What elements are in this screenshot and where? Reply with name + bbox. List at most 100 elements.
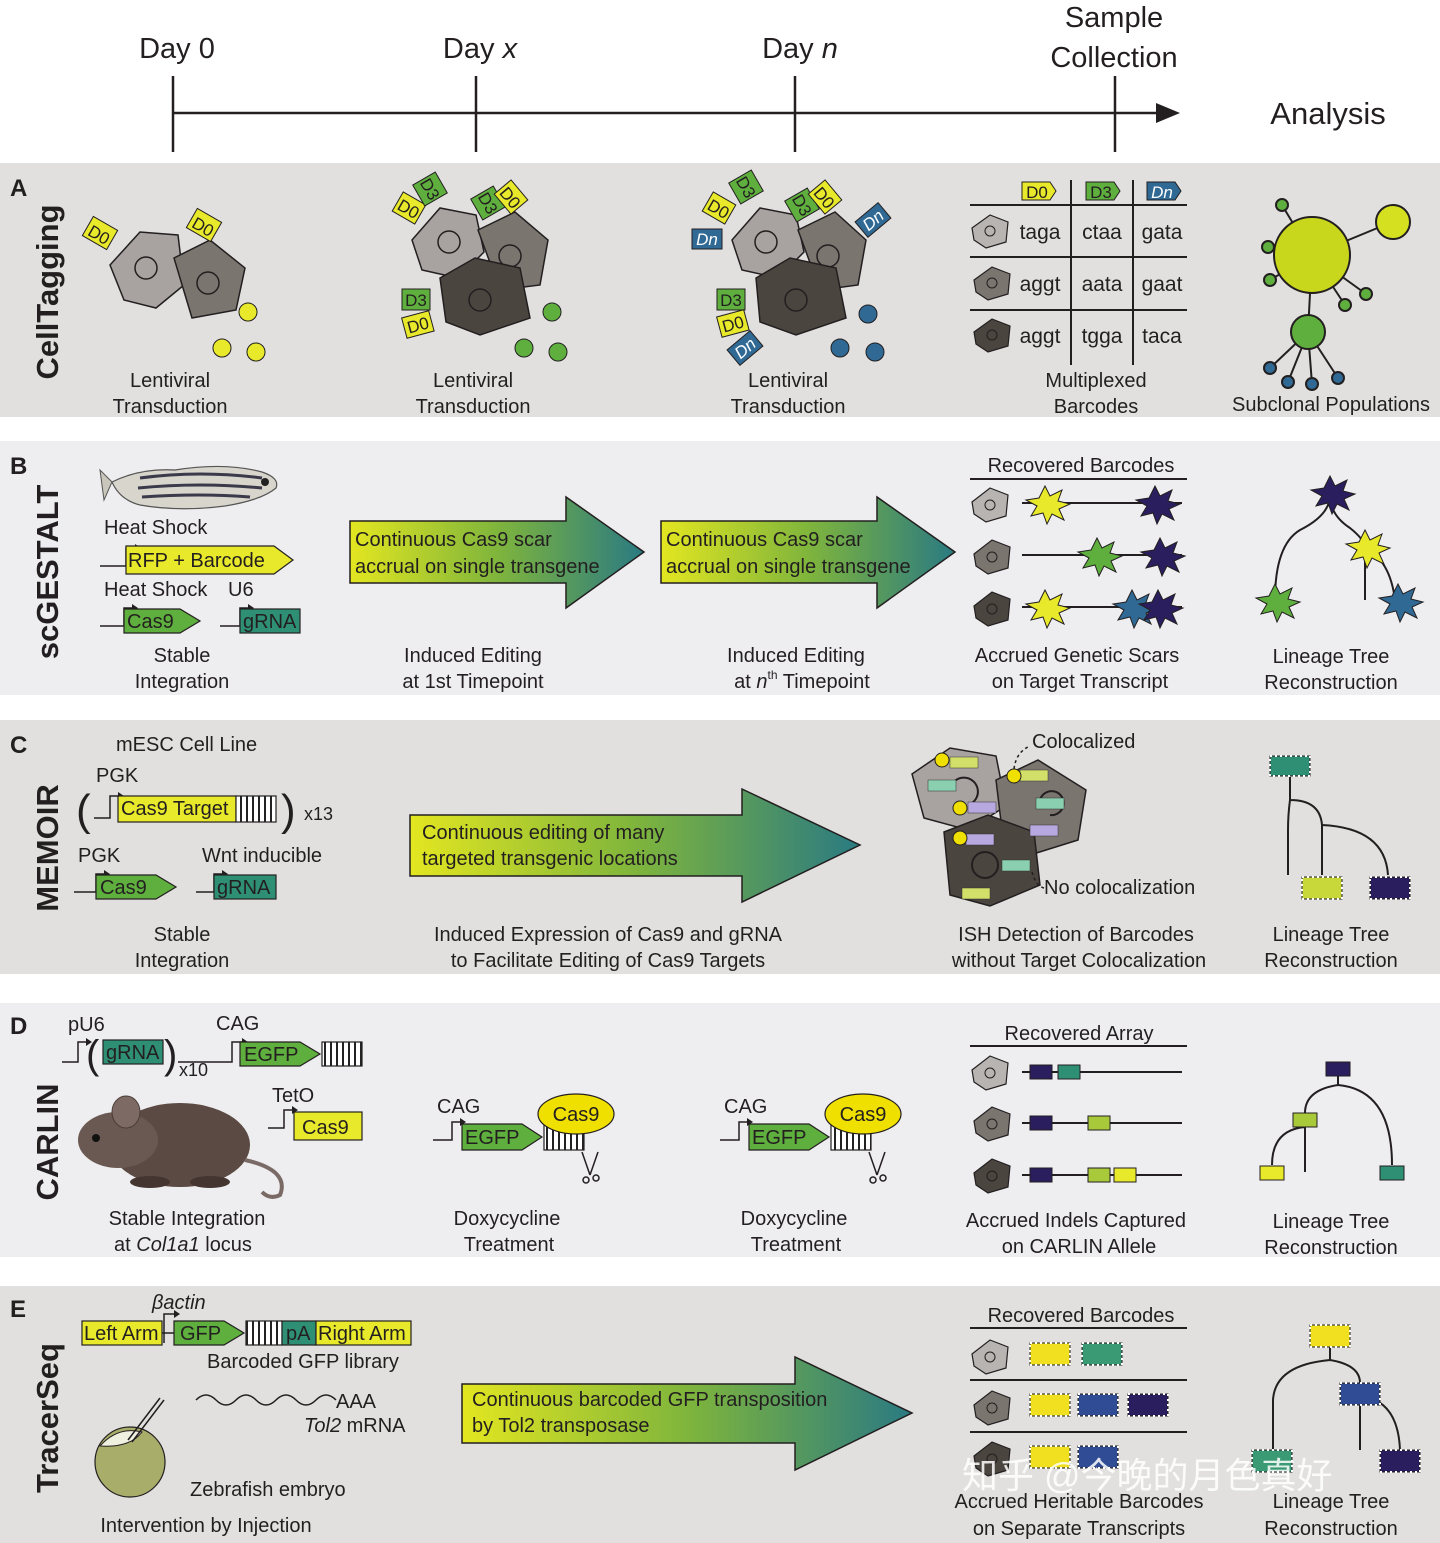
label-right-arm: Right Arm bbox=[318, 1323, 406, 1345]
caption-carlin-allele: on CARLIN Allele bbox=[1002, 1236, 1157, 1258]
label-embryo: Zebrafish embryo bbox=[190, 1479, 346, 1501]
label-cag: CAG bbox=[437, 1096, 480, 1118]
scar-rows bbox=[971, 484, 1187, 630]
label-heat-shock-2: Heat Shock bbox=[104, 579, 208, 601]
caption-stable-c: Stable bbox=[154, 924, 211, 946]
barcode-cell: tgga bbox=[1082, 325, 1123, 348]
caption-stable: Stable bbox=[154, 645, 211, 667]
timeline: Day 0 Day x Day n Sample Collection Anal… bbox=[139, 2, 1386, 152]
scissors-icon bbox=[581, 1151, 600, 1184]
label-mesc: mESC Cell Line bbox=[116, 734, 257, 756]
celltag-dayx-cells: D0 D3 D3 D0 D3 D0 bbox=[391, 171, 568, 362]
tag-d3: D3 bbox=[405, 291, 427, 310]
memoir-arrow bbox=[409, 787, 862, 904]
label-aaa: AAA bbox=[336, 1391, 377, 1413]
caption-without-coloc: without Target Colocalization bbox=[951, 950, 1206, 972]
caption-subclonal: Subclonal Populations bbox=[1232, 394, 1430, 416]
doxy-construct-1: CAG EGFP Cas9 bbox=[433, 1093, 615, 1184]
caption-integration: Integration bbox=[135, 671, 230, 693]
timeline-analysis: Analysis bbox=[1270, 96, 1385, 131]
label-cag: CAG bbox=[216, 1013, 259, 1035]
caption-lentiviral-3: Lentiviral bbox=[748, 370, 828, 392]
lineage-tree-b bbox=[1254, 474, 1425, 624]
arrow-text: Continuous Cas9 scar bbox=[666, 529, 863, 551]
panel-d-letter: D bbox=[10, 1013, 27, 1040]
panel-a-letter: A bbox=[10, 175, 27, 202]
header-d0: D0 bbox=[1026, 183, 1048, 202]
arrow-text: Continuous Cas9 scar bbox=[355, 529, 552, 551]
caption-lineage-c: Lineage Tree bbox=[1273, 924, 1390, 946]
tracer-rows bbox=[971, 1339, 1169, 1477]
caption-lentiviral-2: Lentiviral bbox=[433, 370, 513, 392]
label-bactin: βactin bbox=[151, 1292, 206, 1314]
caption-doxy-1: Doxycycline bbox=[454, 1208, 561, 1230]
caption-treatment-2: Treatment bbox=[751, 1234, 842, 1256]
cas9-scar-arrow-1 bbox=[349, 495, 646, 610]
label-u6: U6 bbox=[228, 579, 254, 601]
label-grna: gRNA bbox=[217, 877, 271, 899]
label-x10: x10 bbox=[179, 1060, 208, 1080]
label-tol2: Tol2 mRNA bbox=[304, 1415, 406, 1437]
caption-reconstruction-d: Reconstruction bbox=[1264, 1237, 1397, 1259]
caption-col1a1: at Col1a1 locus bbox=[114, 1234, 252, 1256]
arrow-text: Continuous editing of many bbox=[422, 822, 664, 844]
caption-induced-1: Induced Editing bbox=[404, 645, 542, 667]
label-library: Barcoded GFP library bbox=[207, 1351, 399, 1373]
panel-b-letter: B bbox=[10, 453, 27, 480]
caption-accrued-indels: Accrued Indels Captured bbox=[966, 1210, 1186, 1232]
caption-transduction-2: Transduction bbox=[416, 396, 531, 418]
label-grna-d: gRNA bbox=[106, 1042, 160, 1064]
barcode-cell: gata bbox=[1142, 221, 1183, 244]
lineage-tree-e bbox=[1251, 1324, 1421, 1473]
caption-transduction-3: Transduction bbox=[731, 396, 846, 418]
caption-integration-c: Integration bbox=[135, 950, 230, 972]
panel-d: D CARLIN pU6 ( gRNA ) x10 CAG EGFP TetO bbox=[0, 1003, 1440, 1259]
panel-c-method: MEMOIR bbox=[30, 784, 65, 911]
caption-multiplexed: Multiplexed bbox=[1045, 370, 1146, 392]
lineage-tree-d bbox=[1259, 1061, 1405, 1181]
panel-d-method: CARLIN bbox=[30, 1083, 65, 1200]
caption-accrued-heritable: Accrued Heritable Barcodes bbox=[954, 1491, 1203, 1513]
timeline-dayx: Day x bbox=[443, 33, 519, 65]
barcode-cell: taga bbox=[1020, 221, 1061, 244]
ish-cells bbox=[911, 745, 1087, 907]
panel-b-method: scGESTALT bbox=[30, 485, 65, 660]
paren-right-icon: ) bbox=[164, 1033, 177, 1077]
panel-a-method: CellTagging bbox=[30, 204, 65, 379]
caption-ish: ISH Detection of Barcodes bbox=[958, 924, 1194, 946]
tag-d0: D0 bbox=[405, 313, 431, 337]
panel-b: B scGESTALT Heat Shock RFP + Barcode Hea… bbox=[0, 441, 1440, 695]
embryo-illustration bbox=[94, 1397, 166, 1498]
label-grna: gRNA bbox=[243, 611, 297, 633]
caption-facilitate: to Facilitate Editing of Cas9 Targets bbox=[451, 950, 765, 972]
label-pu6: pU6 bbox=[68, 1014, 105, 1036]
multiplexed-barcode-table: D0 D3 Dn taga ctaa gata aggt aata gaat a… bbox=[970, 180, 1187, 365]
label-colocalized: Colocalized bbox=[1032, 731, 1135, 753]
paren-left-icon: ( bbox=[76, 786, 91, 835]
panel-c-letter: C bbox=[10, 732, 27, 759]
array-rows bbox=[971, 1055, 1182, 1194]
cas9-scar-arrow-2 bbox=[660, 495, 957, 610]
barcode-cell: ctaa bbox=[1082, 221, 1122, 244]
label-left-arm: Left Arm bbox=[84, 1323, 158, 1345]
mouse-illustration bbox=[78, 1095, 284, 1199]
caption-induced-n: Induced Editing bbox=[727, 645, 865, 667]
barcode-cell: aggt bbox=[1020, 325, 1061, 348]
barcode-cell: aata bbox=[1082, 273, 1123, 296]
doxy-construct-2: CAG EGFP Cas9 bbox=[720, 1093, 902, 1184]
panel-a: A CellTagging D0 D0 D0 D bbox=[0, 163, 1440, 418]
label-cag: CAG bbox=[724, 1096, 767, 1118]
paren-left-icon: ( bbox=[86, 1033, 100, 1077]
timeline-collection: Collection bbox=[1050, 42, 1177, 74]
barcode-cell: gaat bbox=[1142, 273, 1183, 296]
tag-d3: D3 bbox=[720, 291, 742, 310]
subclonal-network bbox=[1261, 198, 1411, 391]
watermark-text: 知乎 @今晚的月色真好 bbox=[962, 1455, 1333, 1496]
zebrafish-illustration bbox=[99, 465, 278, 510]
header-recovered-array: Recovered Array bbox=[1005, 1023, 1154, 1045]
label-pgk: PGK bbox=[96, 765, 139, 787]
caption-lineage-d: Lineage Tree bbox=[1273, 1211, 1390, 1233]
label-cas9-target: Cas9 Target bbox=[121, 798, 229, 820]
label-injection: Intervention by Injection bbox=[100, 1515, 311, 1537]
